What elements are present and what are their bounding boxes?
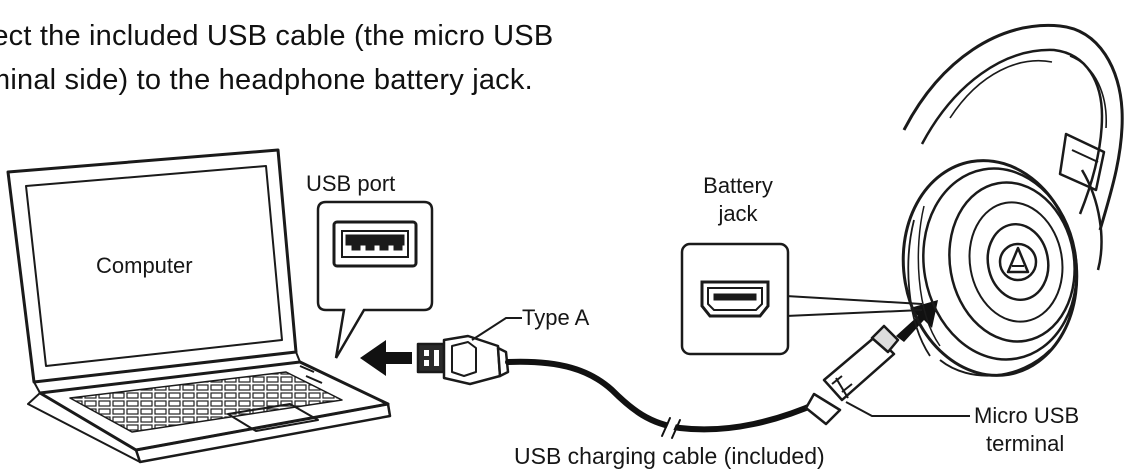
micro-usb-terminal-label: Micro USB terminal	[974, 402, 1079, 458]
laptop-icon	[6, 148, 392, 464]
battery-jack-label-line-1: Battery	[703, 173, 773, 198]
type-a-leader	[471, 317, 522, 341]
computer-label: Computer	[96, 253, 193, 278]
micro-usb-plug-icon	[804, 324, 900, 426]
micro-usb-leader	[845, 401, 970, 417]
instruction-text: nect the included USB cable (the micro U…	[0, 14, 553, 102]
usb-a-plug-icon	[416, 334, 510, 386]
usb-port-callout	[316, 200, 434, 359]
micro-usb-terminal-line-1: Micro USB	[974, 403, 1080, 428]
micro-usb-terminal-line-2: terminal	[986, 431, 1065, 456]
battery-jack-callout	[680, 242, 923, 356]
battery-jack-label: Battery jack	[690, 172, 786, 228]
battery-jack-label-line-2: jack	[718, 201, 758, 226]
cable-label: USB charging cable (included)	[514, 443, 825, 469]
insert-arrow-left	[360, 340, 412, 376]
usb-cable	[505, 358, 823, 442]
micro-usb-jack-icon	[700, 280, 770, 318]
instruction-line-1: nect the included USB cable (the micro U…	[0, 20, 554, 52]
usb-port-label: USB port	[306, 171, 396, 196]
headphones-icon	[901, 23, 1124, 377]
type-a-label: Type A	[522, 305, 590, 330]
usb-port-icon	[332, 220, 418, 268]
instruction-line-2: minal side) to the headphone battery jac…	[0, 64, 533, 96]
